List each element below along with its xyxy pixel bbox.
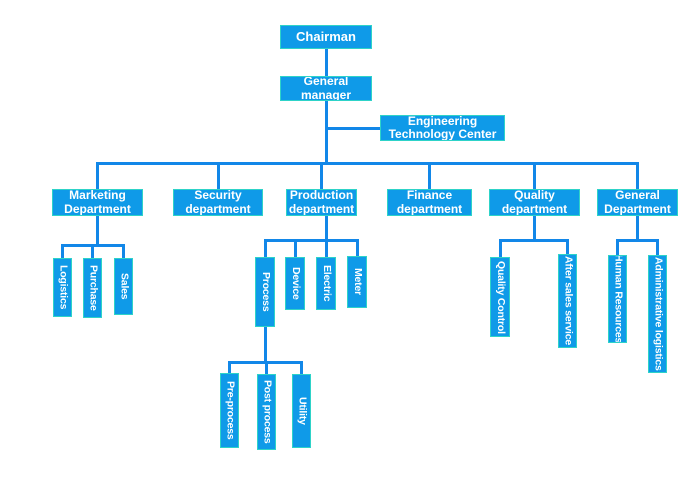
org-node-utility: Utility: [292, 374, 311, 448]
connector-line: [293, 240, 297, 257]
connector-line: [96, 161, 639, 165]
org-node-chairman: Chairman: [280, 25, 372, 49]
org-node-security: Security department: [173, 189, 263, 216]
connector-line: [616, 238, 659, 242]
connector-line: [498, 240, 502, 257]
org-node-quality: Quality department: [489, 189, 580, 216]
org-node-post-process: Post process: [257, 374, 276, 450]
connector-line: [566, 240, 569, 254]
org-node-quality-control: Quality Control: [490, 257, 510, 337]
connector-line: [498, 238, 569, 242]
org-node-admin-logistics: Administrative logistics: [648, 255, 667, 373]
connector-line: [216, 163, 220, 189]
connector-line: [616, 240, 619, 255]
org-node-finance: Finance department: [387, 189, 472, 216]
connector-line: [263, 240, 267, 257]
org-node-electric: Electric: [316, 257, 336, 310]
connector-line: [263, 238, 359, 242]
org-node-production: Production department: [286, 189, 357, 216]
connector-line: [324, 126, 382, 130]
connector-line: [324, 49, 328, 58]
connector-line: [324, 58, 328, 76]
connector-line: [122, 245, 125, 258]
connector-line: [428, 163, 431, 189]
connector-line: [263, 327, 267, 362]
org-node-meter: Meter: [347, 256, 367, 308]
connector-line: [228, 362, 231, 373]
org-node-general-dept: General Department: [597, 189, 678, 216]
org-node-human-resources: Human Resources: [608, 255, 627, 343]
connector-line: [324, 240, 328, 257]
org-node-after-sales: After sales service: [558, 254, 577, 348]
connector-line: [320, 163, 323, 189]
connector-line: [96, 216, 99, 245]
org-node-sales: Sales: [114, 258, 133, 315]
org-node-logistics: Logistics: [53, 258, 72, 317]
org-node-marketing: Marketing Department: [52, 189, 143, 216]
org-node-purchase: Purchase: [83, 258, 102, 318]
connector-line: [96, 163, 99, 189]
connector-line: [636, 163, 639, 189]
org-node-general-manager: General manager: [280, 76, 372, 101]
connector-line: [324, 216, 328, 240]
connector-line: [533, 163, 536, 189]
org-node-etc: Engineering Technology Center: [380, 115, 505, 141]
connector-line: [91, 245, 94, 258]
connector-line: [636, 216, 639, 240]
connector-line: [324, 101, 328, 163]
connector-line: [265, 362, 268, 374]
connector-line: [300, 362, 303, 374]
connector-line: [61, 245, 64, 258]
org-node-device: Device: [285, 257, 305, 310]
connector-line: [533, 216, 536, 240]
org-node-process: Process: [255, 257, 275, 327]
connector-line: [656, 240, 659, 255]
connector-line: [355, 240, 359, 256]
org-node-pre-process: Pre-process: [220, 373, 239, 448]
